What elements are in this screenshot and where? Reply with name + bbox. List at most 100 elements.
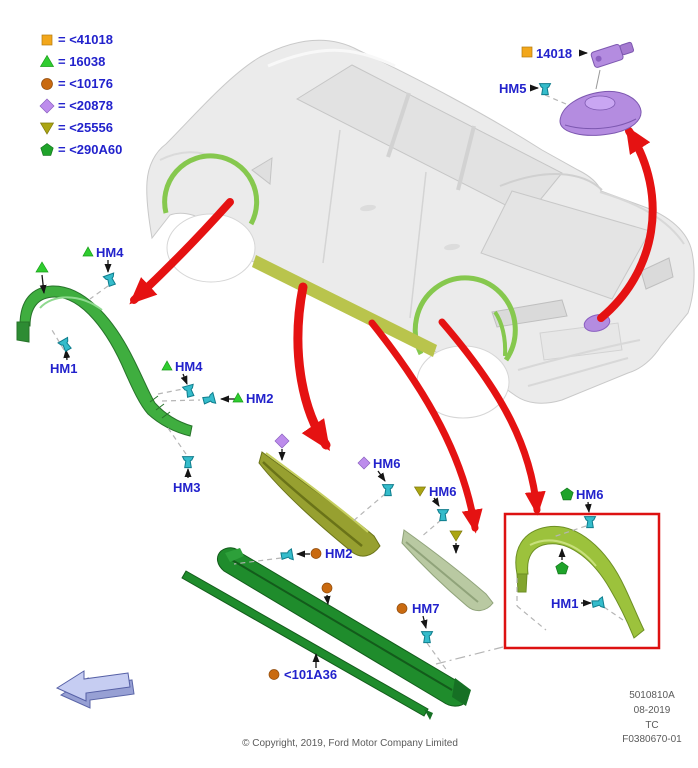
roof-highlight (267, 48, 396, 68)
liftgate-applique[interactable] (559, 90, 642, 136)
camera-stem-line (595, 69, 601, 90)
arrow-to-front-arch-molding (129, 198, 234, 305)
legend-circle-icon (41, 78, 53, 90)
copyright-notice: © Copyright, 2019, Ford Motor Company Li… (242, 738, 458, 749)
front-wheel-arch-molding[interactable] (19, 285, 193, 437)
front-door-molding-highlight (265, 452, 369, 533)
c-pillar (456, 125, 476, 191)
rear-wheel-arch-molding[interactable] (515, 525, 645, 639)
callout-hm6-pentagon[interactable]: HM6 (576, 487, 603, 502)
rear-door-molding[interactable] (401, 529, 494, 611)
triangle-icon (35, 261, 49, 273)
vehicle-body-illustration (146, 39, 695, 419)
legend-label-25556[interactable]: = <25556 (58, 120, 113, 135)
rocker-lower-rail[interactable] (181, 570, 429, 717)
red-arrows (129, 125, 657, 534)
legend-label-20878[interactable]: = <20878 (58, 98, 113, 113)
rocker-molding-end-bracket (452, 678, 471, 706)
legend-square-icon (41, 34, 53, 46)
rear-arch-highlight-tail (493, 310, 508, 357)
circle-icon (268, 669, 280, 680)
doc-number: 5010810A (629, 690, 675, 701)
callout-hm6-diamond[interactable]: HM6 (373, 456, 400, 471)
front-door-molding-edge (262, 461, 363, 547)
connector-lines (51, 94, 624, 673)
triangle-down-icon (449, 530, 463, 542)
b-pillar (386, 92, 411, 158)
rocker-rail-end-hook (424, 709, 433, 720)
rocker-molding-notch (225, 548, 244, 562)
applique-base-line (564, 118, 637, 130)
front-door-molding[interactable] (258, 451, 381, 557)
legend-label-10176[interactable]: = <10176 (58, 76, 113, 91)
arrow-to-front-door-molding (293, 282, 331, 451)
left-taillight (491, 299, 568, 328)
rocker-molding-ridge (231, 559, 453, 691)
arrow-to-liftgate-applique (597, 125, 657, 322)
callout-labels: HM4 HM1 HM4 HM2 HM3 HM6 HM6 HM2 HM7 <101… (35, 46, 603, 682)
rear-glass (480, 190, 651, 300)
callout-hm5[interactable]: HM5 (499, 81, 526, 96)
front-door-seam (322, 129, 341, 264)
rear-door-seam (409, 171, 427, 319)
triangle-icon (161, 360, 173, 371)
triangle-down-icon (413, 486, 427, 497)
triangle-icon (82, 246, 94, 257)
vehicle-direction-arrow-icon (55, 670, 135, 709)
legend-label-16038[interactable]: = 16038 (58, 54, 105, 69)
callout-hm7[interactable]: HM7 (412, 601, 439, 616)
square-icon (521, 46, 533, 58)
doc-code: TC (645, 720, 658, 731)
pentagon-icon (555, 561, 569, 575)
rear-door-handle (444, 243, 460, 251)
callout-hm2[interactable]: HM2 (246, 391, 273, 406)
highlight-selection-box (503, 512, 661, 650)
pentagon-icon (560, 487, 574, 501)
right-taillight (640, 257, 674, 290)
front-arch-molding-serrations (149, 395, 171, 419)
rear-arch-molding-foot (516, 573, 528, 593)
legend-diamond-icon (39, 98, 55, 114)
callout-hm3[interactable]: HM3 (173, 480, 200, 495)
spoiler-edge (499, 173, 603, 191)
triangle-icon (232, 392, 244, 403)
front-arch-highlight (162, 153, 260, 226)
rear-arch-highlight (412, 275, 518, 362)
circle-icon (310, 548, 322, 559)
figure-number: F0380670-01 (622, 734, 682, 745)
bumper-crease-2 (527, 357, 629, 387)
legend-pentagon-icon (40, 143, 54, 156)
callout-14018[interactable]: 14018 (536, 46, 572, 61)
legend-triangle-icon (39, 54, 55, 67)
rocker-highlight (252, 255, 437, 357)
side-mirror (251, 157, 273, 185)
front-door-handle (360, 204, 376, 212)
camera-part-14018[interactable] (590, 40, 635, 68)
legend-triangle-down-icon (39, 122, 55, 135)
footer: 5010810A 08-2019 TC F0380670-01 © Copyri… (242, 690, 682, 749)
legend-label-41018[interactable]: = <41018 (58, 32, 113, 47)
callout-hm6-vee[interactable]: HM6 (429, 484, 456, 499)
legend-label-290a60[interactable]: = <290A60 (58, 142, 122, 157)
callout-hm4[interactable]: HM4 (96, 245, 124, 260)
callout-hm1-rear[interactable]: HM1 (551, 596, 578, 611)
diamond-icon (357, 456, 371, 470)
legend: = <41018 = 16038 = <10176 = <20878 = <25… (39, 32, 122, 157)
diamond-icon (274, 433, 290, 449)
circle-icon (396, 603, 408, 614)
applique-hump (584, 95, 616, 111)
front-arch-molding-highlight (39, 296, 103, 311)
arrow-to-rear-arch-molding (438, 318, 546, 516)
bumper-crease-1 (517, 339, 641, 371)
callout-hm2-rocker[interactable]: HM2 (325, 546, 352, 561)
arrow-to-rear-door-molding (368, 319, 483, 534)
front-wheel-opening (166, 213, 256, 283)
exploded-parts (16, 40, 645, 720)
side-glass (295, 64, 563, 217)
rear-arch-molding-highlight (529, 539, 597, 567)
rear-door-molding-edge (405, 541, 479, 603)
callout-hm4-2[interactable]: HM4 (175, 359, 203, 374)
callout-hm1[interactable]: HM1 (50, 361, 77, 376)
callout-101a36[interactable]: <101A36 (284, 667, 337, 682)
